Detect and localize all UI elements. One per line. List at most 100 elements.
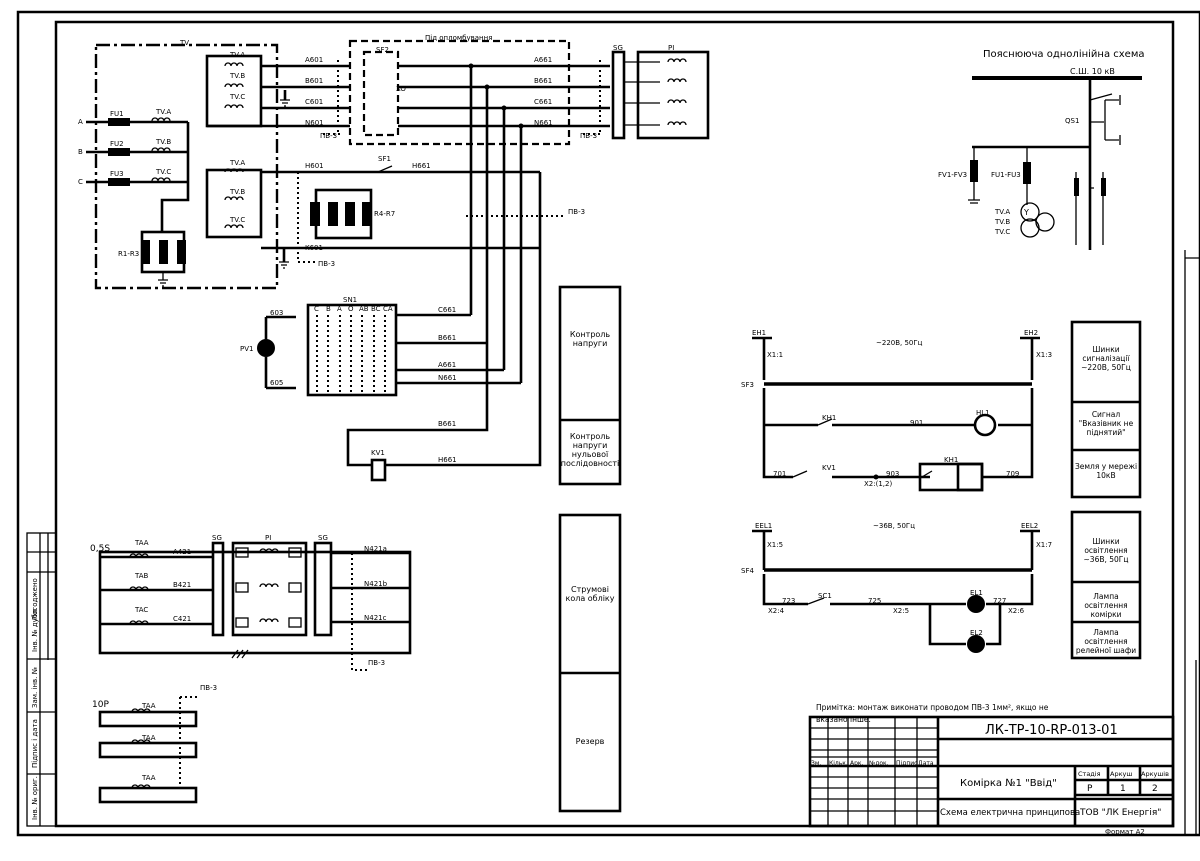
- svg-text:ПВ-3: ПВ-3: [318, 260, 335, 268]
- side-stamp-replace: Зам. інв. №: [31, 667, 39, 708]
- svg-text:X2:5: X2:5: [893, 607, 909, 615]
- legend-indicator: Сигнал "Вказівник не піднятий": [1078, 410, 1134, 437]
- svg-text:H601: H601: [305, 162, 324, 170]
- installation-note: Примітка: монтаж виконати проводом ПВ-3 …: [816, 703, 1049, 724]
- side-stamp-agreed: Погоджено: [31, 578, 39, 620]
- svg-text:XO: XO: [396, 85, 406, 93]
- svg-text:SG: SG: [318, 534, 328, 542]
- next-sheet-edge: [1184, 250, 1200, 835]
- svg-text:TV.B: TV.B: [994, 218, 1010, 226]
- svg-text:605: 605: [270, 379, 283, 387]
- svg-text:TV.C: TV.C: [229, 216, 245, 224]
- svg-text:C661: C661: [534, 98, 552, 106]
- svg-text:TAA: TAA: [141, 774, 156, 782]
- svg-text:~36В, 50Гц: ~36В, 50Гц: [873, 522, 915, 530]
- svg-text:Кільк.: Кільк.: [829, 760, 848, 767]
- lighting-circuits: EEL1 EEL2 X1:5 X1:7 ~36В, 50Гц SF4 SC1 E…: [741, 522, 1052, 653]
- legend-reserve: Резерв: [575, 737, 605, 746]
- svg-text:EEL2: EEL2: [1021, 522, 1038, 530]
- mid-legend: Контроль напруги Контроль напруги нульов…: [558, 285, 622, 813]
- svg-text:B421: B421: [173, 581, 191, 589]
- svg-text:EEL1: EEL1: [755, 522, 772, 530]
- svg-text:SG: SG: [212, 534, 222, 542]
- svg-text:FU2: FU2: [110, 140, 124, 148]
- svg-text:PV1: PV1: [240, 345, 253, 353]
- svg-text:ПВ-3: ПВ-3: [568, 208, 585, 216]
- svg-text:Аркуш: Аркуш: [1110, 770, 1132, 778]
- svg-text:PI: PI: [265, 534, 271, 542]
- svg-text:~220В, 50Гц: ~220В, 50Гц: [876, 339, 923, 347]
- svg-text:Стадія: Стадія: [1078, 770, 1101, 778]
- svg-text:EH2: EH2: [1024, 329, 1038, 337]
- svg-text:Аркушів: Аркушів: [1141, 770, 1169, 778]
- signal-circuits: EH1 EH2 X1:1 X1:3 ~220В, 50Гц SF3 KH1 90…: [741, 329, 1052, 492]
- svg-text:C421: C421: [173, 615, 191, 623]
- svg-text:TV.B: TV.B: [155, 138, 171, 146]
- svg-text:725: 725: [868, 597, 881, 605]
- svg-text:HL1: HL1: [976, 409, 990, 417]
- svg-text:B601: B601: [305, 77, 323, 85]
- svg-text:10P: 10P: [92, 700, 109, 710]
- right-legend: Шинки сигналізації ~220В, 50Гц Сигнал "В…: [1070, 320, 1142, 660]
- legend-relay-lamp: Лампа освітлення релейної шафи: [1075, 628, 1137, 655]
- organisation: ТОВ "ЛК Енергія": [1079, 808, 1161, 818]
- side-stamp-inv: Інв. № ориг.: [31, 776, 39, 820]
- svg-text:TV.A: TV.A: [229, 51, 245, 59]
- svg-text:R1-R3: R1-R3: [118, 250, 139, 258]
- legend-earth-fault: Земля у мережі 10кВ: [1074, 462, 1138, 480]
- outer-frame: [16, 10, 1200, 837]
- svg-text:SF3: SF3: [741, 381, 754, 389]
- inner-frame: [54, 20, 1175, 828]
- svg-text:Арк.: Арк.: [850, 760, 864, 767]
- svg-text:ПВ-3: ПВ-3: [368, 659, 385, 667]
- svg-text:A: A: [78, 118, 83, 126]
- svg-text:KV1: KV1: [822, 464, 836, 472]
- svg-text:N421a: N421a: [364, 545, 387, 553]
- svg-text:N661: N661: [534, 119, 553, 127]
- svg-text:C661: C661: [438, 306, 456, 314]
- svg-text:X2:4: X2:4: [768, 607, 785, 615]
- side-stamp: Погоджено Інв. № ориг. Підпис і дата Зам…: [26, 532, 57, 827]
- legend-current-metering: Струмові кола обліку: [565, 585, 615, 603]
- svg-text:K601: K601: [305, 244, 323, 252]
- svg-text:Зм.: Зм.: [811, 760, 821, 767]
- svg-text:SF1: SF1: [378, 155, 391, 163]
- svg-text:SC1: SC1: [818, 592, 832, 600]
- svg-text:A601: A601: [305, 56, 323, 64]
- svg-text:B661: B661: [534, 77, 552, 85]
- single-line-diagram: Пояснююча однолінійна схема С.Ш. 10 кВ Q…: [938, 48, 1145, 250]
- svg-text:EH1: EH1: [752, 329, 766, 337]
- relay-kv1: [370, 458, 387, 482]
- svg-text:B661: B661: [438, 420, 456, 428]
- svg-text:CA: CA: [383, 305, 393, 313]
- svg-text:N421c: N421c: [364, 614, 387, 622]
- svg-text:X1:7: X1:7: [1036, 541, 1052, 549]
- sn1-switch: [306, 303, 398, 397]
- svg-text:X1:5: X1:5: [767, 541, 783, 549]
- svg-text:TV.A: TV.A: [229, 159, 245, 167]
- side-stamp-dup: Інв. № дубл.: [31, 607, 39, 652]
- svg-text:701: 701: [773, 470, 786, 478]
- svg-text:C: C: [78, 178, 83, 186]
- svg-text:Підпис: Підпис: [896, 760, 917, 767]
- svg-text:TV.A: TV.A: [994, 208, 1010, 216]
- svg-text:A661: A661: [438, 361, 456, 369]
- ct-section: 0,5S TAA TAB TAC A421 B421 C421 SG PI SG…: [90, 534, 412, 804]
- svg-text:TV.B: TV.B: [229, 188, 245, 196]
- svg-text:Y: Y: [1023, 208, 1029, 217]
- busbar-label: С.Ш. 10 кВ: [1070, 67, 1115, 76]
- svg-text:KV1: KV1: [371, 449, 385, 457]
- svg-text:BC: BC: [371, 305, 381, 313]
- legend-zero-seq: Контроль напруги нульової послідовності: [560, 432, 620, 468]
- svg-text:AB: AB: [359, 305, 369, 313]
- svg-text:TAB: TAB: [134, 572, 149, 580]
- svg-text:603: 603: [270, 309, 283, 317]
- svg-text:FU1: FU1: [110, 110, 124, 118]
- drawing-name: Комірка №1 "Ввід": [960, 777, 1057, 789]
- svg-text:TAA: TAA: [141, 734, 156, 742]
- lamp-el1: [967, 595, 985, 613]
- svg-text:N661: N661: [438, 374, 457, 382]
- svg-text:X2:(1,2): X2:(1,2): [864, 480, 892, 488]
- svg-text:PI: PI: [668, 44, 674, 52]
